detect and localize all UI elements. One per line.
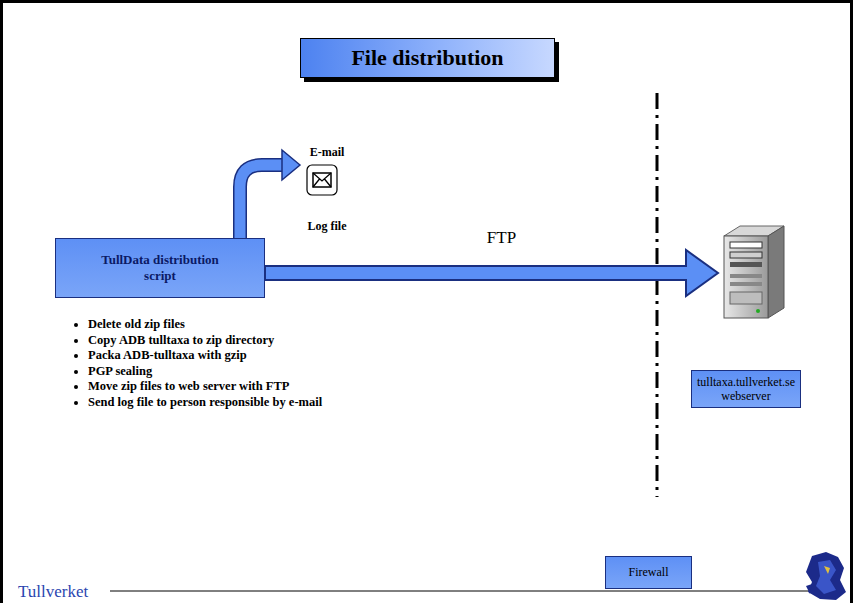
server-front: [724, 236, 768, 318]
step-list: Delete old zip filesCopy ADB tulltaxa to…: [70, 317, 322, 411]
email-label: E-mail: [290, 145, 364, 160]
title-box: File distribution: [300, 38, 555, 78]
box-label: TullData distribution script: [90, 252, 230, 284]
drive-bay: [730, 252, 762, 258]
webserver-node: tulltaxa.tullverket.se webserver: [718, 222, 790, 412]
arrow-body: [240, 165, 284, 238]
box-label: Firewall: [629, 565, 669, 580]
power-led: [756, 309, 760, 313]
firewall-line: [656, 93, 659, 497]
footer-brand: Tullverket: [18, 582, 91, 602]
arrow-outline: [240, 165, 284, 238]
step-item: PGP sealing: [88, 364, 322, 380]
server-icon: [718, 222, 790, 322]
drive-bay: [730, 282, 762, 286]
drive-bay: [730, 242, 762, 248]
logfile-label: Log file: [290, 219, 364, 234]
envelope-flap: [313, 173, 331, 187]
drive-bay: [730, 262, 762, 267]
step-item: Delete old zip files: [88, 317, 322, 333]
icon-frame: [307, 165, 337, 195]
step-item: Send log file to person responsible by e…: [88, 395, 322, 411]
box-label: tulltaxa.tullverket.se webserver: [697, 375, 795, 403]
edge-label: FTP: [487, 228, 516, 248]
envelope-icon: [306, 164, 338, 196]
envelope-body: [313, 173, 331, 187]
script-box: TullData distribution script: [55, 238, 265, 298]
email-icon-node: E-mailLog file: [300, 143, 354, 239]
firewall-box: Firewall: [605, 556, 692, 589]
step-item: Move zip files to web server with FTP: [88, 379, 322, 395]
step-item: Packa ADB-tulltaxa with gzip: [88, 348, 322, 364]
server-side: [768, 226, 784, 318]
drive-bay: [730, 274, 762, 278]
step-item: Copy ADB tulltaxa to zip directory: [88, 333, 322, 349]
curved-arrow: [240, 150, 300, 238]
crest-logo: [806, 552, 846, 600]
webserver-label-box: tulltaxa.tullverket.se webserver: [691, 370, 801, 408]
footer-rule: [110, 591, 832, 592]
panel: [730, 292, 762, 304]
fat-arrow: [265, 250, 718, 296]
arrow-head: [282, 150, 300, 180]
